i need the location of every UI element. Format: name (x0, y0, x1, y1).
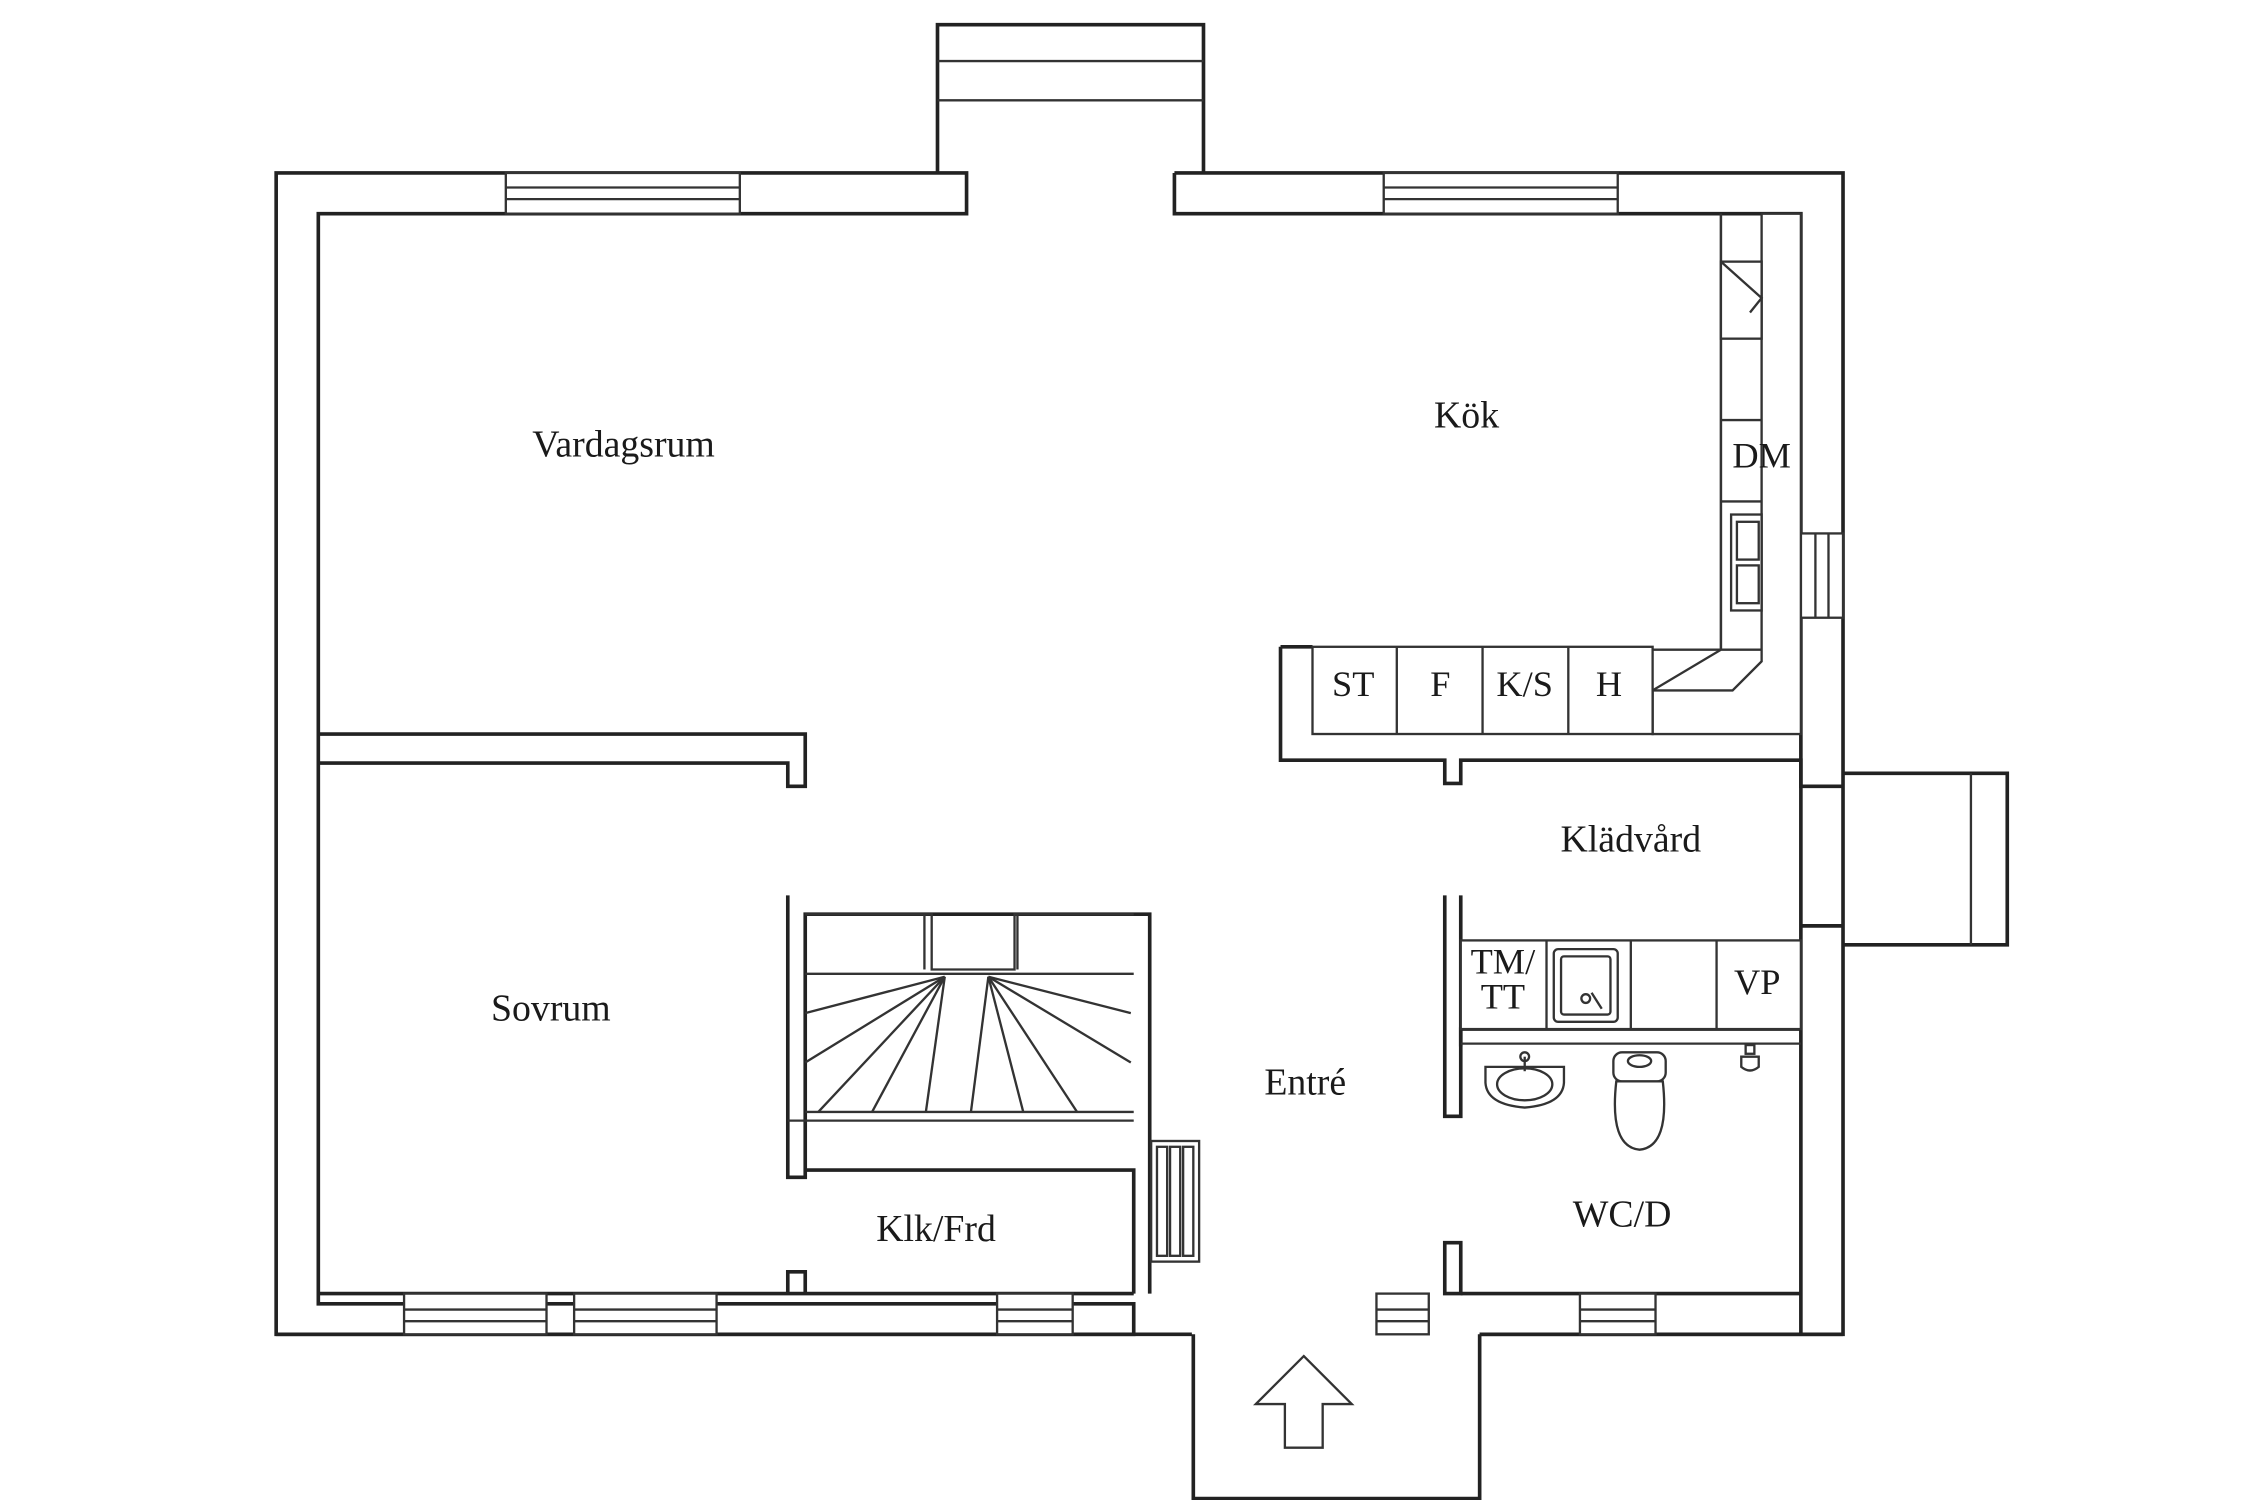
appliance-label-tm: TM/ (1471, 941, 1536, 981)
kitchen-sink-icon (1729, 513, 1763, 612)
exterior-walls (274, 171, 1845, 1337)
room-label-kladvard: Klädvård (1561, 819, 1702, 861)
room-label-vardagsrum: Vardagsrum (532, 423, 715, 465)
staircase (804, 913, 1134, 1114)
top-bay (935, 22, 1206, 173)
wash-basin-icon (1484, 1051, 1566, 1109)
appliance-label-tt: TT (1481, 976, 1525, 1016)
appliance-label-st: ST (1332, 664, 1374, 704)
appliance-labels: DM ST F K/S H TM/ TT VP (1332, 436, 1791, 1017)
laundry-sink-icon (1552, 947, 1619, 1023)
laundry-counter (1459, 939, 1803, 1031)
room-label-sovrum: Sovrum (491, 987, 611, 1029)
room-label-klk-frd: Klk/Frd (876, 1208, 996, 1250)
appliance-label-f: F (1430, 664, 1450, 704)
appliance-label-h: H (1596, 664, 1622, 704)
windows (402, 171, 1845, 1336)
floor-drain-icon (1740, 1043, 1760, 1072)
kitchen-counters (1311, 212, 1803, 736)
front-porch (1191, 1334, 1482, 1500)
room-labels: Vardagsrum Kök Sovrum Entré Klädvård Klk… (491, 394, 1701, 1250)
radiator-icon (1150, 1139, 1201, 1263)
interior-walls (318, 644, 1844, 1296)
appliance-label-dm: DM (1732, 436, 1791, 476)
room-label-kok: Kök (1434, 394, 1499, 436)
side-porch (1843, 771, 2010, 947)
entrance-arrow-icon (1253, 1354, 1355, 1449)
toilet-icon (1612, 1051, 1667, 1151)
room-label-wc-d: WC/D (1573, 1194, 1672, 1236)
appliance-label-vp: VP (1734, 962, 1780, 1002)
room-label-entre: Entré (1264, 1061, 1346, 1103)
appliance-label-ks: K/S (1496, 664, 1553, 704)
